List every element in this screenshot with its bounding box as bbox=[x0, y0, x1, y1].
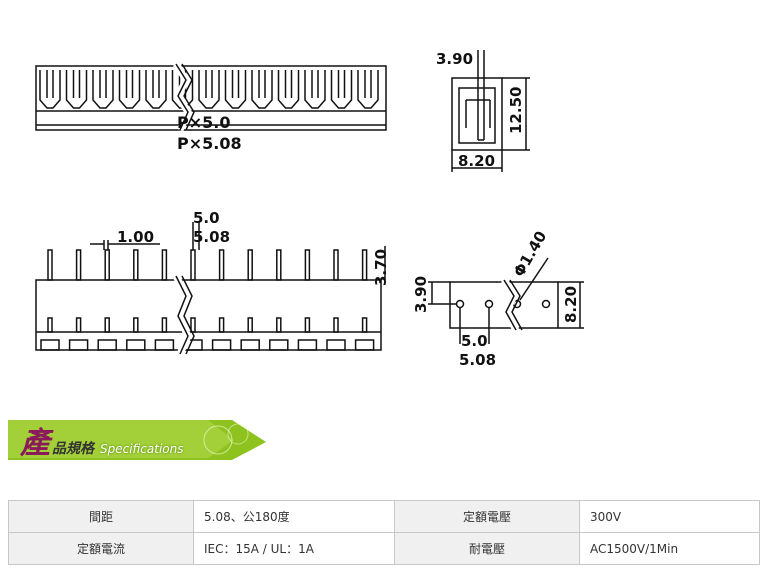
terminal-pin-lower bbox=[276, 317, 282, 333]
terminal-slot bbox=[357, 70, 379, 109]
spec-table: 間距 5.08、公180度 定額電壓 300V 定額電流 IEC：15A / U… bbox=[8, 500, 760, 565]
side-pitch-dim-1: 5.0 bbox=[461, 332, 488, 350]
side-pitch-dim-2: 5.08 bbox=[459, 351, 496, 369]
terminal-pin-lower bbox=[104, 317, 110, 333]
terminal-pin-lower bbox=[218, 317, 225, 333]
hole-dim: Φ1.40 bbox=[510, 228, 550, 280]
terminal-pin-lower bbox=[333, 317, 339, 333]
pitch-label-2: P×5.08 bbox=[177, 134, 242, 153]
terminal-pin-lower bbox=[361, 317, 368, 333]
spec-label: 定額電壓 bbox=[394, 500, 580, 533]
terminal-slot bbox=[224, 70, 247, 109]
terminal-pin bbox=[276, 249, 282, 281]
banner-title: 產 品規格 Specifications bbox=[20, 418, 184, 461]
terminal-foot bbox=[40, 339, 60, 351]
terminal-pin bbox=[333, 249, 339, 281]
terminal-pin-lower bbox=[304, 317, 311, 333]
banner-title-rest: 品規格 bbox=[52, 441, 94, 457]
side-width-dim: 3.90 bbox=[436, 50, 473, 68]
banner-title-big: 產 bbox=[20, 426, 50, 461]
terminal-pin bbox=[218, 249, 225, 281]
terminal-slot bbox=[65, 70, 88, 109]
pitch-label-1: P×5.0 bbox=[177, 113, 230, 132]
terminal-pin bbox=[161, 249, 168, 281]
height-dim: 3.70 bbox=[372, 249, 390, 286]
terminal-foot bbox=[240, 339, 260, 351]
spec-value: 300V bbox=[579, 500, 760, 533]
terminal-pin bbox=[247, 249, 253, 281]
terminal-pin-lower bbox=[161, 317, 168, 333]
terminal-pin bbox=[75, 249, 82, 281]
table-row: 間距 5.08、公180度 定額電壓 300V bbox=[8, 500, 760, 533]
terminal-foot bbox=[97, 339, 117, 351]
terminal-slot bbox=[39, 70, 61, 109]
terminal-foot bbox=[154, 339, 175, 351]
terminal-pin-lower bbox=[133, 317, 139, 333]
pitch-dim-2: 5.08 bbox=[193, 228, 230, 246]
terminal-foot bbox=[326, 339, 346, 351]
left-dim: 3.90 bbox=[412, 276, 430, 313]
terminal-foot bbox=[68, 339, 89, 351]
top-front-view bbox=[35, 62, 387, 132]
terminal-pin-lower bbox=[75, 317, 82, 333]
terminal-slot bbox=[277, 70, 300, 109]
technical-drawings: P×5.0 P×5.08 3.90 12.50 8.20 bbox=[35, 50, 584, 369]
side-base-dim: 8.20 bbox=[458, 152, 495, 170]
spec-value: IEC：15A / UL：1A bbox=[193, 532, 395, 565]
terminal-slot bbox=[304, 70, 326, 109]
terminal-pin bbox=[361, 249, 368, 281]
terminal-slot bbox=[118, 70, 141, 109]
bottom-front-view bbox=[35, 222, 386, 356]
side-height-dim: 12.50 bbox=[507, 87, 525, 134]
terminal-pin bbox=[304, 249, 311, 281]
table-row: 定額電流 IEC：15A / UL：1A 耐電壓 AC1500V/1Min bbox=[8, 532, 760, 565]
terminal-slot bbox=[330, 70, 353, 109]
spec-banner bbox=[8, 420, 266, 460]
spec-label: 定額電流 bbox=[8, 532, 194, 565]
terminal-pin bbox=[133, 249, 139, 281]
spec-value: AC1500V/1Min bbox=[579, 532, 760, 565]
terminal-foot bbox=[211, 339, 232, 351]
terminal-pin bbox=[104, 249, 110, 281]
terminal-slot bbox=[92, 70, 114, 109]
top-side-view bbox=[451, 50, 530, 172]
spec-label: 耐電壓 bbox=[394, 532, 580, 565]
terminal-foot bbox=[269, 339, 289, 351]
terminal-foot bbox=[354, 339, 375, 351]
spec-value: 5.08、公180度 bbox=[193, 500, 395, 533]
terminal-pin bbox=[47, 249, 53, 281]
terminal-foot bbox=[126, 339, 146, 351]
pin-dim: 1.00 bbox=[117, 228, 154, 246]
terminal-slot bbox=[145, 70, 167, 109]
terminal-slot bbox=[251, 70, 273, 109]
bottom-side-view bbox=[428, 257, 584, 344]
spec-label: 間距 bbox=[8, 500, 194, 533]
right-dim: 8.20 bbox=[562, 286, 580, 323]
terminal-pin-lower bbox=[47, 317, 53, 333]
banner-title-en: Specifications bbox=[100, 442, 184, 456]
terminal-pin bbox=[190, 249, 196, 281]
terminal-pin-lower bbox=[190, 317, 196, 333]
terminal-pin-lower bbox=[247, 317, 253, 333]
pitch-dim-1: 5.0 bbox=[193, 209, 220, 227]
terminal-slot bbox=[198, 70, 220, 109]
terminal-foot bbox=[297, 339, 318, 351]
